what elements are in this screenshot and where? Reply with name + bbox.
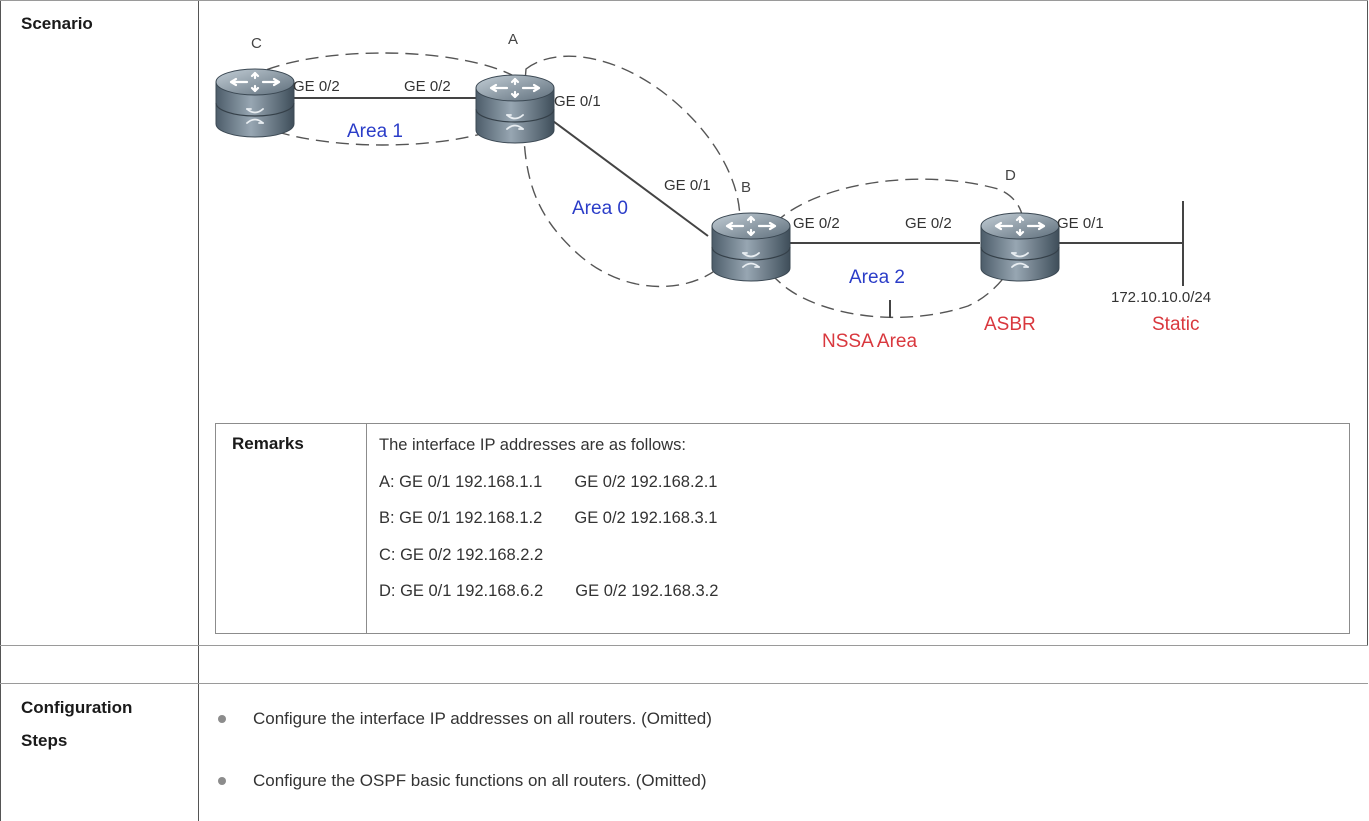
configuration-steps-label-line2: Steps xyxy=(21,731,68,750)
router-a-name: A xyxy=(508,31,518,48)
area2-label: Area 2 xyxy=(849,267,905,288)
asbr-label: ASBR xyxy=(984,314,1036,335)
remarks-label: Remarks xyxy=(232,434,304,453)
router-d-icon xyxy=(979,211,1061,283)
router-a-icon xyxy=(474,73,556,145)
remarks-line: D: GE 0/1 192.168.6.2 GE 0/2 192.168.3.2 xyxy=(379,582,719,600)
area2-boundary xyxy=(760,178,1025,319)
table-right-border xyxy=(1367,0,1368,646)
table-left-border xyxy=(0,0,1,821)
remarks-line: A: GE 0/1 192.168.1.1 GE 0/2 192.168.2.1 xyxy=(379,472,718,491)
router-d-name: D xyxy=(1005,167,1016,184)
remarks-line: C: GE 0/2 192.168.2.2 xyxy=(379,545,544,564)
bullet-icon xyxy=(218,715,226,723)
router-b-name: B xyxy=(741,179,751,196)
port-b-ge02: GE 0/2 xyxy=(793,215,840,232)
router-c-name: C xyxy=(251,35,262,52)
table-row-separator xyxy=(0,645,1368,646)
router-c-icon xyxy=(214,67,296,139)
network-address: 172.10.10.0/24 xyxy=(1111,289,1211,306)
config-step-text: Configure the interface IP addresses on … xyxy=(253,709,712,728)
port-d-ge01: GE 0/1 xyxy=(1057,215,1104,232)
area0-label: Area 0 xyxy=(572,198,628,219)
static-label: Static xyxy=(1152,314,1200,335)
area0-boundary xyxy=(522,55,741,288)
table-top-border xyxy=(0,0,1368,1)
nssa-area-label: NSSA Area xyxy=(822,331,917,352)
link-a-b xyxy=(552,120,709,237)
config-step: Configure the OSPF basic functions on al… xyxy=(218,771,707,791)
config-step-text: Configure the OSPF basic functions on al… xyxy=(253,771,707,790)
port-b-ge01: GE 0/1 xyxy=(664,177,711,194)
remarks-content: The interface IP addresses are as follow… xyxy=(379,434,718,617)
configuration-steps-label-line1: Configuration xyxy=(21,698,133,717)
port-a-ge01: GE 0/1 xyxy=(554,93,601,110)
port-c-ge02: GE 0/2 xyxy=(293,78,340,95)
remarks-divider xyxy=(366,424,367,633)
bullet-icon xyxy=(218,777,226,785)
area1-label: Area 1 xyxy=(347,121,403,142)
table-row-separator xyxy=(0,683,1368,684)
scenario-label: Scenario xyxy=(21,14,93,33)
remarks-line: B: GE 0/1 192.168.1.2 GE 0/2 192.168.3.1 xyxy=(379,509,718,527)
port-a-ge02: GE 0/2 xyxy=(404,78,451,95)
remarks-line: The interface IP addresses are as follow… xyxy=(379,436,686,454)
table-column-divider xyxy=(198,0,199,821)
network-topology-diagram: C A B D GE 0/2 GE 0/2 GE 0/1 GE 0/1 GE 0… xyxy=(214,31,1211,352)
port-d-ge02: GE 0/2 xyxy=(905,215,952,232)
remarks-table: Remarks The interface IP addresses are a… xyxy=(215,423,1350,634)
router-b-icon xyxy=(710,211,792,283)
config-step: Configure the interface IP addresses on … xyxy=(218,709,712,729)
